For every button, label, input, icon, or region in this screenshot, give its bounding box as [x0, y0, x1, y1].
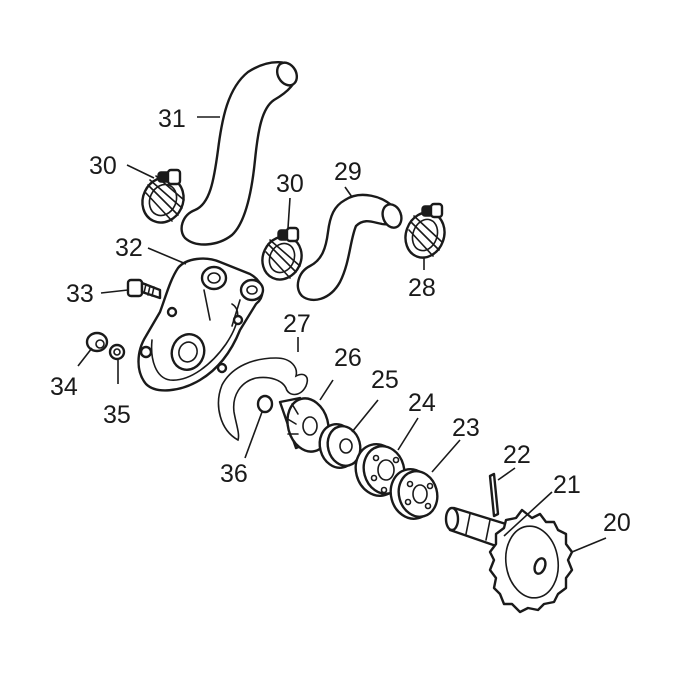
leader-30-middle	[287, 197, 291, 229]
label-33: 33	[66, 280, 94, 308]
leader-36	[244, 411, 263, 459]
part-labels: 31 30 30 29 28 32 33 34 35 27 26 25 24 2…	[50, 105, 631, 537]
label-22: 22	[503, 441, 531, 469]
leader-34	[77, 347, 93, 367]
label-35: 35	[103, 401, 131, 429]
part-23-bearing	[389, 468, 439, 520]
leader-29	[344, 186, 353, 198]
leader-23	[431, 439, 461, 473]
part-34-nut	[85, 331, 109, 353]
leader-26	[319, 379, 334, 401]
part-20-gear	[488, 508, 574, 614]
label-30-middle: 30	[276, 170, 304, 198]
label-23: 23	[452, 414, 480, 442]
leader-33	[100, 289, 129, 294]
part-31-hose	[180, 61, 299, 246]
label-30-left: 30	[89, 152, 117, 180]
part-27-gasket	[217, 357, 309, 442]
part-29-hose	[296, 193, 403, 302]
part-33-bolt	[126, 278, 162, 300]
leader-32	[147, 247, 187, 265]
leader-21	[503, 491, 553, 537]
leader-30-left	[126, 164, 155, 179]
label-20: 20	[603, 509, 631, 537]
label-31: 31	[158, 105, 186, 133]
leader-22	[497, 467, 516, 481]
leader-20	[571, 537, 607, 553]
label-36: 36	[220, 460, 248, 488]
leader-lines	[77, 116, 607, 553]
label-21: 21	[553, 471, 581, 499]
part-32-pump-cover	[137, 257, 265, 392]
part-22-pin	[488, 472, 500, 518]
label-26: 26	[334, 344, 362, 372]
label-24: 24	[408, 389, 436, 417]
label-28: 28	[408, 274, 436, 302]
label-25: 25	[371, 366, 399, 394]
part-30-clamp-middle	[261, 226, 303, 281]
leader-24	[397, 417, 419, 451]
part-35-washer	[108, 343, 126, 361]
leader-25	[351, 399, 379, 433]
part-28-clamp	[404, 202, 446, 259]
label-27: 27	[283, 310, 311, 338]
label-32: 32	[115, 234, 143, 262]
label-34: 34	[50, 373, 78, 401]
label-29: 29	[334, 158, 362, 186]
part-36-o-ring	[256, 394, 274, 414]
part-26-impeller	[278, 396, 330, 453]
part-25-seal	[318, 423, 362, 469]
part-30-clamp-left	[141, 168, 185, 224]
